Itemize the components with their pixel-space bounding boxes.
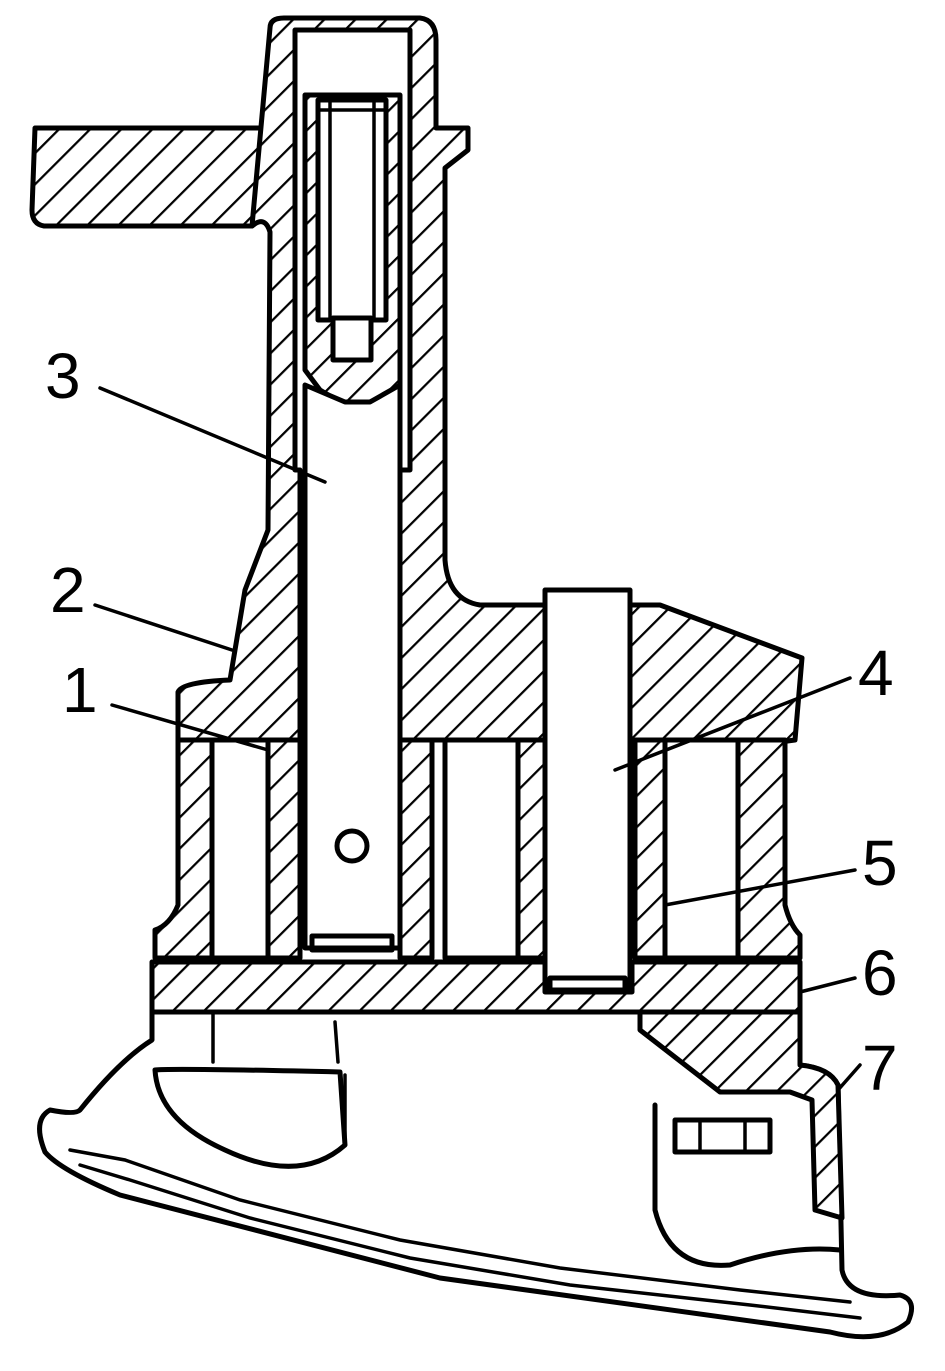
callout-5: 5	[862, 827, 898, 899]
callout-7: 7	[862, 1032, 898, 1104]
callout-4: 4	[858, 637, 894, 709]
housing-body	[175, 15, 805, 745]
bearing-bush-right	[632, 737, 668, 961]
bearing-bush-center	[397, 737, 435, 961]
bolt-tip	[330, 315, 374, 363]
idler-shaft	[542, 587, 633, 993]
shaft-end	[309, 933, 395, 953]
oil-strainer	[37, 1009, 915, 1340]
callout-2: 2	[50, 554, 86, 626]
leader-3	[98, 386, 327, 484]
bolt-core	[315, 97, 389, 323]
callout-1: 1	[62, 654, 98, 726]
strainer-right-cup	[652, 1102, 843, 1268]
cover-plate	[149, 959, 803, 1015]
drive-gear-cavity	[209, 737, 271, 961]
callout-6: 6	[862, 937, 898, 1009]
callout-3: 3	[45, 340, 81, 412]
strainer-screen	[68, 1148, 852, 1304]
leader-6	[798, 976, 857, 994]
leader-5	[663, 868, 857, 907]
leader-1	[110, 703, 270, 752]
lower-housing-right-wall	[735, 737, 803, 961]
lower-housing-left-wall	[152, 737, 215, 961]
mounting-flange	[29, 125, 273, 229]
strainer-outlet-section	[637, 1009, 845, 1221]
bearing-bush-left	[265, 737, 303, 961]
leader-4	[613, 676, 852, 772]
driven-gear-cavity	[442, 737, 521, 961]
right-gear-cavity	[662, 737, 741, 961]
leader-7	[836, 1063, 862, 1092]
mounting-bolt-head	[672, 1117, 773, 1155]
drive-shaft	[302, 382, 403, 951]
shaft-cross-hole	[334, 828, 370, 864]
strainer-inlet-cup	[152, 1066, 348, 1169]
leader-2	[93, 603, 234, 652]
